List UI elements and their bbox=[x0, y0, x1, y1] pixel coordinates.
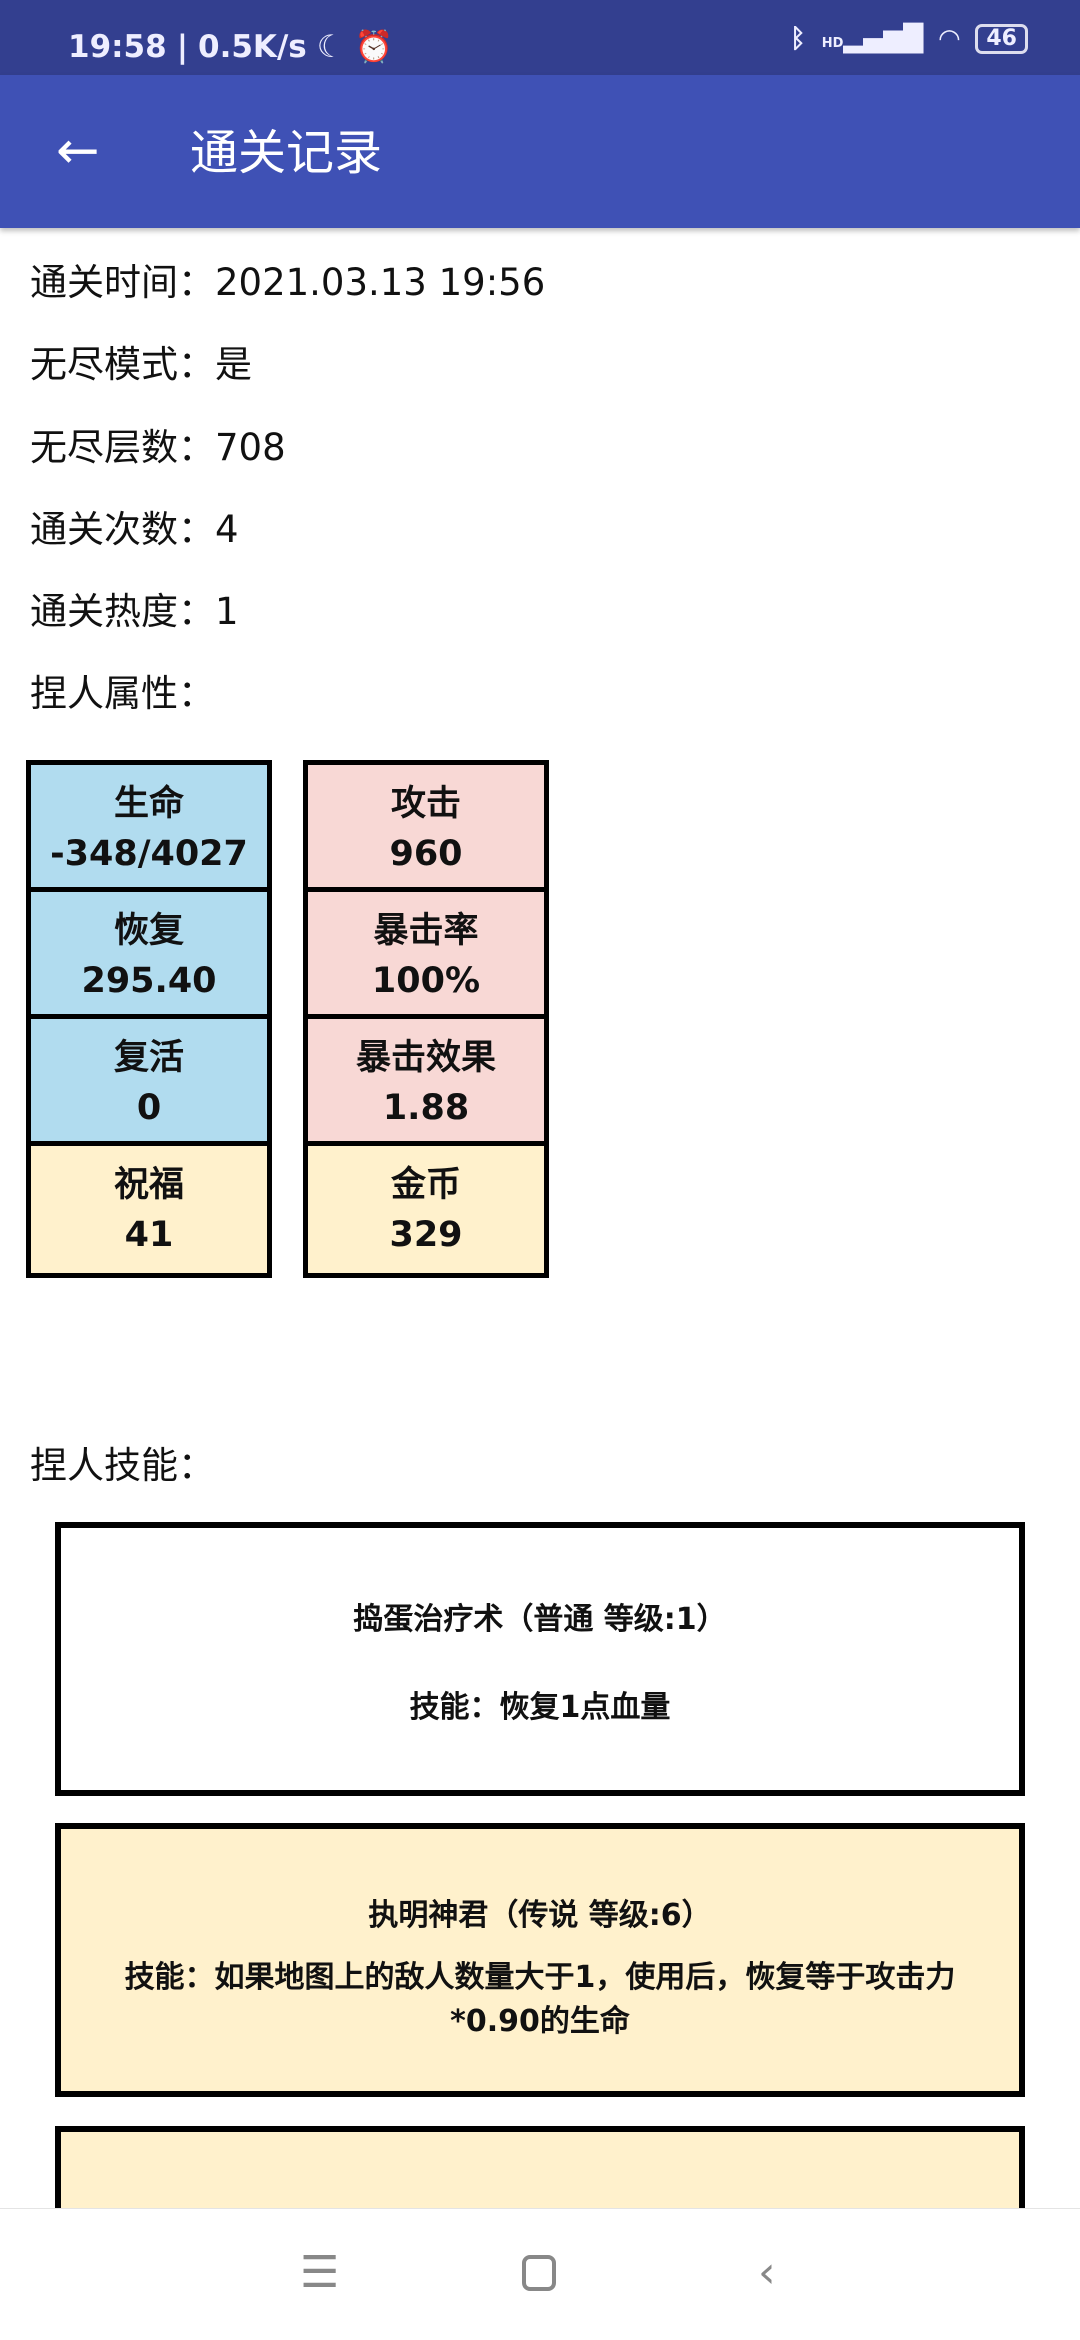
info-clear-count: 通关次数：4 bbox=[30, 508, 239, 551]
moon-icon: ☾ bbox=[316, 28, 345, 65]
stat-hp: 生命-348/4027 bbox=[26, 760, 272, 897]
home-icon[interactable] bbox=[522, 2255, 556, 2291]
bluetooth-icon: ᛒ bbox=[790, 24, 806, 54]
battery-icon: 46 bbox=[975, 24, 1028, 54]
alarm-icon: ⏰ bbox=[354, 29, 394, 65]
attributes-heading: 捏人属性： bbox=[30, 672, 215, 715]
skill-card: 捣蛋治疗术（普通 等级:1） 技能：恢复1点血量 bbox=[55, 1522, 1025, 1796]
skill-title: 执明神君（传说 等级:6） bbox=[368, 1898, 712, 1933]
skill-desc: 技能：恢复1点血量 bbox=[409, 1690, 671, 1725]
info-heat: 通关热度：1 bbox=[30, 590, 239, 633]
signal-icon: HD▂▄▆█ bbox=[821, 24, 924, 54]
info-endless-mode: 无尽模式：是 bbox=[30, 343, 252, 386]
info-endless-floors: 无尽层数：708 bbox=[30, 426, 286, 469]
back-arrow-icon[interactable]: ← bbox=[56, 121, 100, 181]
navigation-bar: ☰ ‹ bbox=[0, 2208, 1080, 2340]
wifi-icon: ◠ bbox=[939, 24, 960, 54]
clock: 19:58 bbox=[68, 28, 167, 65]
info-clear-time: 通关时间：2021.03.13 19:56 bbox=[30, 261, 546, 304]
skill-card: 执明神君（传说 等级:6） 技能：如果地图上的敌人数量大于1，使用后，恢复等于攻… bbox=[55, 1823, 1025, 2097]
page-title: 通关记录 bbox=[190, 125, 383, 181]
app-bar: ← 通关记录 bbox=[0, 75, 1080, 228]
back-icon[interactable]: ‹ bbox=[758, 2247, 776, 2298]
skills-heading: 捏人技能： bbox=[30, 1444, 215, 1487]
skill-desc: 技能：如果地图上的敌人数量大于1，使用后，恢复等于攻击力*0.90的生命 bbox=[124, 1960, 956, 2039]
skill-title: 捣蛋治疗术（普通 等级:1） bbox=[353, 1602, 727, 1637]
menu-icon[interactable]: ☰ bbox=[300, 2247, 340, 2298]
network-speed: 0.5K/s bbox=[198, 28, 307, 65]
